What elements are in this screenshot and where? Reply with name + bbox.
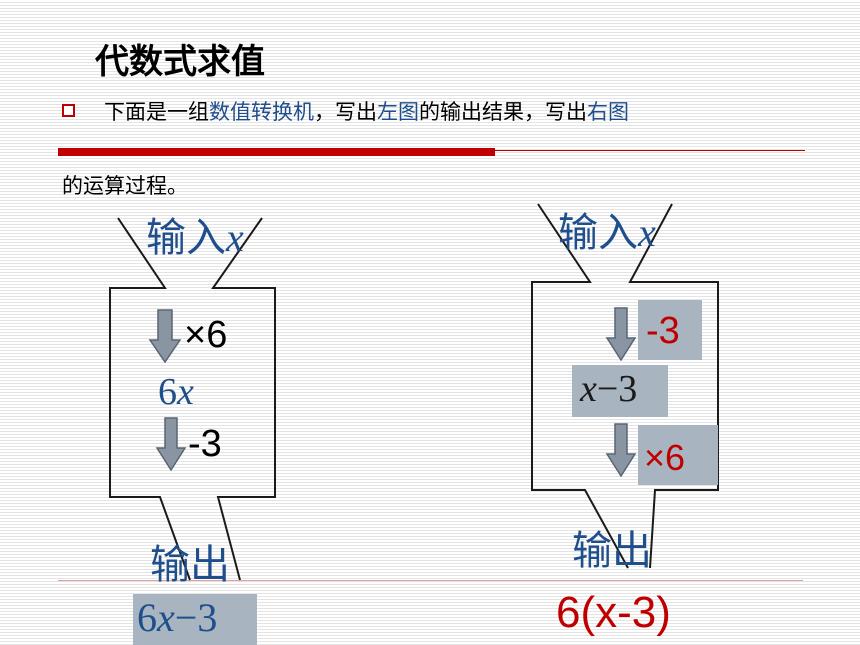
right-machine-outline (628, 203, 719, 569)
arrow-down-icon (605, 423, 637, 478)
left-result-expression: 6x−3 (137, 594, 217, 641)
footer-divider (58, 580, 803, 581)
right-intermediate-box (572, 365, 668, 417)
right-output-label: 输出 (572, 528, 652, 574)
left-machine-outline (109, 217, 191, 581)
arrow-down-icon (605, 307, 637, 362)
arrow-down-icon (148, 309, 182, 364)
left-intermediate-expression: 6x (158, 370, 194, 414)
variable: x (177, 371, 194, 413)
left-result-box (133, 594, 257, 645)
instruction-text: 的输出结果，写出 (419, 100, 587, 124)
variable: x (580, 368, 597, 410)
constant-term: −3 (596, 368, 638, 410)
coefficient: 6 (137, 595, 157, 640)
instruction-line-2: 的运算过程。 (62, 174, 188, 198)
left-machine-outline (211, 217, 276, 581)
arrow-down-icon (155, 417, 187, 472)
instruction-line-1: 下面是一组数值转换机，写出左图的输出结果，写出右图 (104, 96, 629, 126)
right-result-expression: 6(x-3) (556, 588, 671, 637)
input-text: 输入 (558, 210, 638, 256)
left-step2-operation: -3 (188, 423, 222, 465)
left-step1-operation: ×6 (184, 314, 228, 356)
right-step2-box (638, 425, 718, 485)
divider-line (495, 150, 805, 151)
instruction-highlight-machine: 数值转换机 (209, 100, 314, 124)
instruction-text: 下面是一组 (104, 100, 209, 124)
variable: x (157, 595, 175, 640)
left-input-label: 输入x (146, 205, 244, 263)
input-text: 输入 (146, 215, 226, 261)
instruction-highlight-right: 右图 (587, 100, 629, 124)
right-input-label: 输入x (558, 200, 656, 258)
instruction-highlight-left: 左图 (377, 100, 419, 124)
bullet-square-icon (62, 104, 75, 117)
input-variable: x (638, 210, 656, 255)
right-intermediate-expression: x−3 (580, 367, 637, 411)
instruction-text: ，写出 (314, 100, 377, 124)
input-variable: x (226, 215, 244, 260)
divider-bar (58, 148, 495, 156)
right-step1-operation: -3 (646, 310, 680, 352)
coefficient: 6 (158, 371, 177, 413)
right-step1-box (638, 300, 702, 360)
left-output-label: 输出 (150, 542, 230, 588)
right-machine-outline (531, 203, 629, 569)
slide-title: 代数式求值 (95, 42, 265, 82)
right-step2-operation: ×6 (644, 437, 686, 478)
constant-term: −3 (174, 595, 218, 640)
